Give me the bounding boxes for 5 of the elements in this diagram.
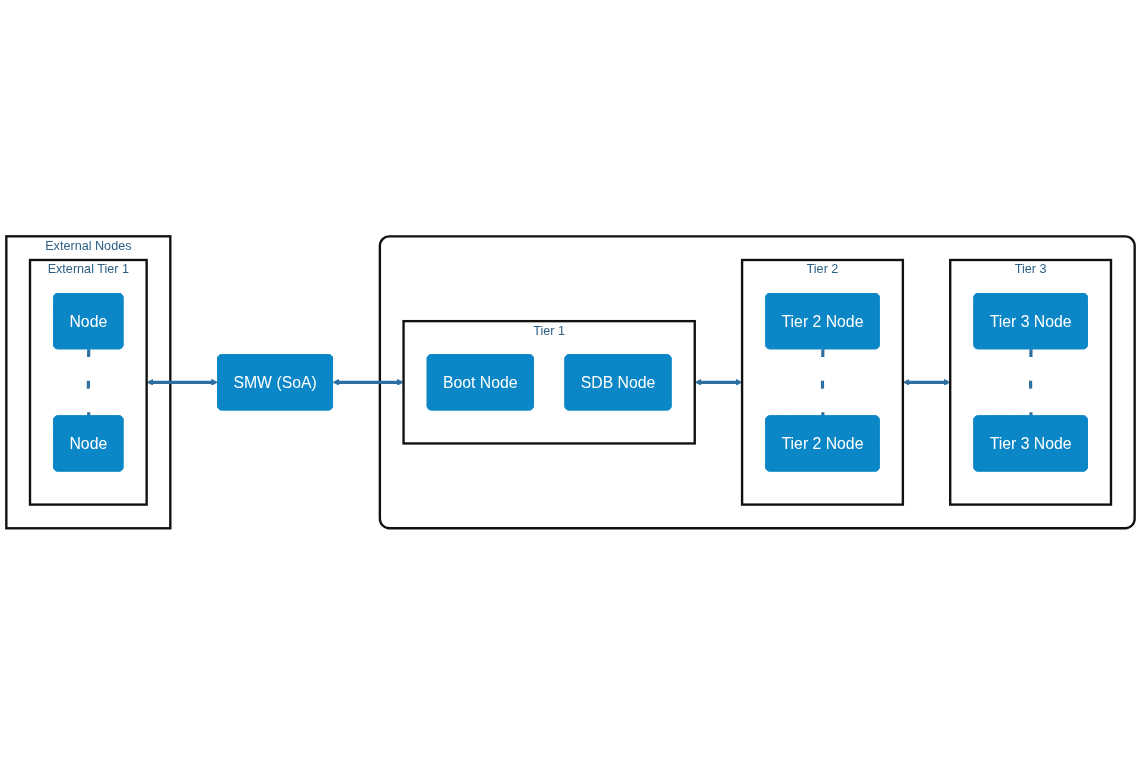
arrow xyxy=(902,379,951,386)
arrow xyxy=(146,379,218,386)
arrow xyxy=(332,379,404,386)
arrow xyxy=(694,379,743,386)
cluster xyxy=(378,235,1136,530)
